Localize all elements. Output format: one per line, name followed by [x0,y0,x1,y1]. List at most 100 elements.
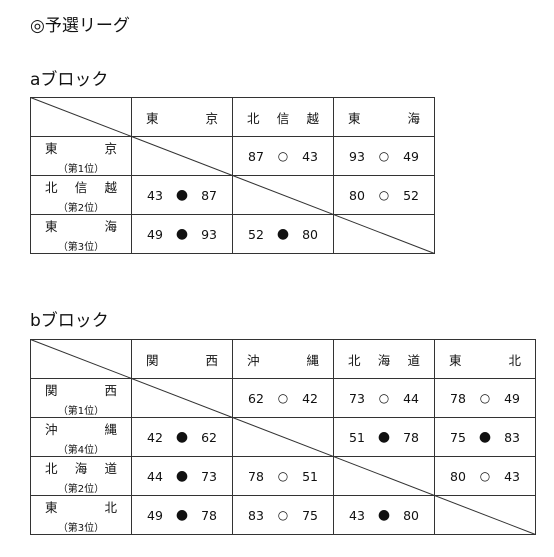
win-mark: ○ [479,469,491,483]
score-against: 87 [201,187,217,203]
header-char: 海 [377,352,391,368]
header-row: 東京北信越東海 [30,97,435,137]
win-mark: ○ [378,188,390,202]
header-char: 海 [407,110,420,126]
score: 43●80 [334,507,434,523]
team-rank: （第2位） [57,202,105,214]
loss-mark: ● [175,226,189,242]
score-against: 49 [403,148,419,164]
team-info: 関西（第1位） [31,379,131,417]
header-char: 北 [508,352,521,368]
score-against: 78 [201,507,217,523]
score-cell: 49●93 [131,214,233,254]
loss-mark: ● [478,429,492,445]
team-name-char: 東 [45,140,58,156]
block-a-title: aブロック [30,70,109,90]
page-title: ◎予選リーグ [30,16,130,36]
score-against: 83 [504,429,520,445]
loss-mark: ● [175,429,189,445]
score: 73○44 [334,391,434,406]
score: 51●78 [334,429,434,445]
team-rank: （第4位） [57,444,105,456]
loss-mark: ● [175,468,189,484]
score-cell: 87○43 [232,136,334,176]
header-char: 関 [146,352,159,368]
team-info: 北海道 （第2位） [31,457,131,495]
score-cell: 44 ● 73 [131,456,233,496]
header-char: 沖 [247,352,260,368]
self-match-cell [333,214,435,254]
team-rank: （第2位） [57,483,105,495]
team-name-char: 北 [104,499,117,515]
score-for: 52 [248,226,264,242]
team-name: 東北 [45,497,117,516]
loss-mark: ● [175,187,189,203]
score: 93○49 [334,149,434,164]
header-char: 越 [306,110,319,126]
team-cell: 関西（第1位） [30,378,132,418]
team-name: 関西 [45,380,117,399]
score: 44 ● 73 [132,468,232,484]
score-cell: 62○42 [232,378,334,418]
score-against: 73 [201,468,217,484]
score-for: 49 [147,507,163,523]
score-for: 44 [147,468,163,484]
column-header: 東北 [434,339,536,379]
score-for: 43 [147,187,163,203]
team-name: 東京 [45,138,117,157]
score-cell: 51●78 [333,417,435,457]
team-name-char: 京 [104,140,117,156]
header-char: 縄 [306,352,319,368]
score-for: 49 [147,226,163,242]
team-name-char: 海 [104,218,117,234]
team-name-char: 海 [74,460,88,476]
column-header-label: 関西 [132,350,232,369]
team-rank: （第3位） [57,241,105,253]
score: 78○51 [233,469,333,484]
score-for: 83 [248,507,264,523]
team-name-char: 道 [104,460,117,476]
score-against: 44 [403,390,419,406]
score-for: 42 [147,429,163,445]
self-match-cell [131,136,233,176]
score-cell: 73○44 [333,378,435,418]
score-for: 43 [349,507,365,523]
team-name-char: 沖 [45,421,58,437]
header-char: 西 [205,352,218,368]
header-char: 道 [407,352,420,368]
team-rank: （第3位） [57,522,105,534]
score-for: 62 [248,390,264,406]
column-header-label: 東北 [435,350,535,369]
score: 80○43 [435,469,535,484]
score-for: 87 [248,148,264,164]
win-mark: ○ [277,149,289,163]
team-name-char: 関 [45,382,58,398]
score-against: 51 [302,468,318,484]
column-header-label: 東京 [132,108,232,127]
score-for: 93 [349,148,365,164]
header-char: 北 [247,110,260,126]
team-cell: 北信越（第2位） [30,175,132,215]
self-match-cell [333,456,435,496]
score-against: 62 [201,429,217,445]
self-match-cell [131,378,233,418]
score-against: 49 [504,390,520,406]
team-info: 東京（第1位） [31,137,131,175]
header-char: 東 [449,352,462,368]
score-against: 80 [302,226,318,242]
team-row: 北海道 （第2位） 44 ● 73 78○51 80○43 [30,456,536,496]
loss-mark: ● [377,507,391,523]
score: 87○43 [233,149,333,164]
team-name-char: 縄 [104,421,117,437]
score: 42 ● 62 [132,429,232,445]
score-cell: 75●83 [434,417,536,457]
column-header: 東京 [131,97,233,137]
score-cell: 80○43 [434,456,536,496]
team-name-char: 北 [45,460,58,476]
team-info: 東海（第3位） [31,215,131,253]
score-against: 78 [403,429,419,445]
win-mark: ○ [277,391,289,405]
header-char: 北 [348,352,361,368]
